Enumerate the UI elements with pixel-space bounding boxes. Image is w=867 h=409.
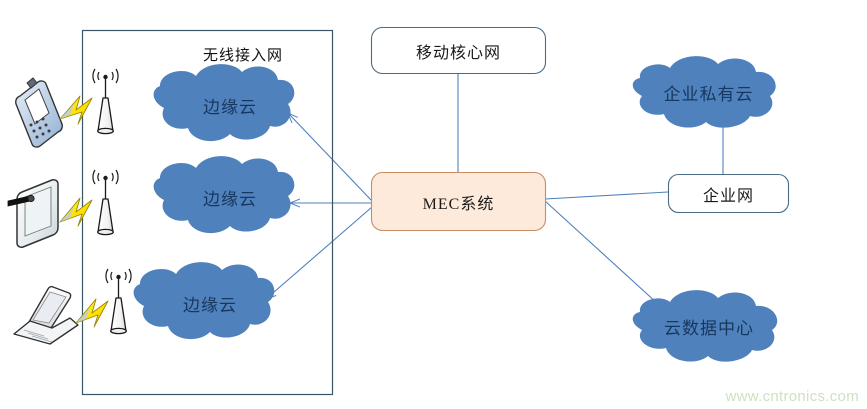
mobile-phone-icon [15,77,63,148]
connector-mec-to-enterprise-network [544,191,669,200]
antenna-tower-icon [105,268,132,335]
enterprise-private-cloud-shape[interactable] [632,56,776,128]
connector-lines [266,74,724,314]
cloud-data-center-shape[interactable] [632,290,778,362]
mobile-core-network-box[interactable] [370,26,547,75]
mec-system-box[interactable] [370,171,547,232]
device-group-laptop[interactable] [13,268,132,345]
wireless-access-network-label: 无线接入网 [203,48,284,64]
lightning-bolt-icon [59,95,93,125]
edge-cloud-shape-2[interactable] [153,156,295,234]
site-watermark: www.cntronics.com [725,388,859,405]
antenna-tower-icon [92,68,119,135]
laptop-icon [13,285,79,345]
edge-cloud-shape-1[interactable] [153,64,295,142]
lightning-bolt-icon [75,298,109,328]
connector-mec-to-data-center [544,200,669,314]
connector-mec-to-edge-cloud-1 [288,113,373,202]
lightning-bolt-icon [59,197,93,227]
connector-mec-to-edge-cloud-3 [266,206,373,299]
device-group-mobile-phone[interactable] [15,68,119,148]
device-group-tablet[interactable] [7,169,119,248]
edge-cloud-shape-3[interactable] [133,262,275,340]
antenna-tower-icon [92,169,119,236]
enterprise-network-box[interactable] [667,173,790,214]
tablet-icon [7,179,59,248]
